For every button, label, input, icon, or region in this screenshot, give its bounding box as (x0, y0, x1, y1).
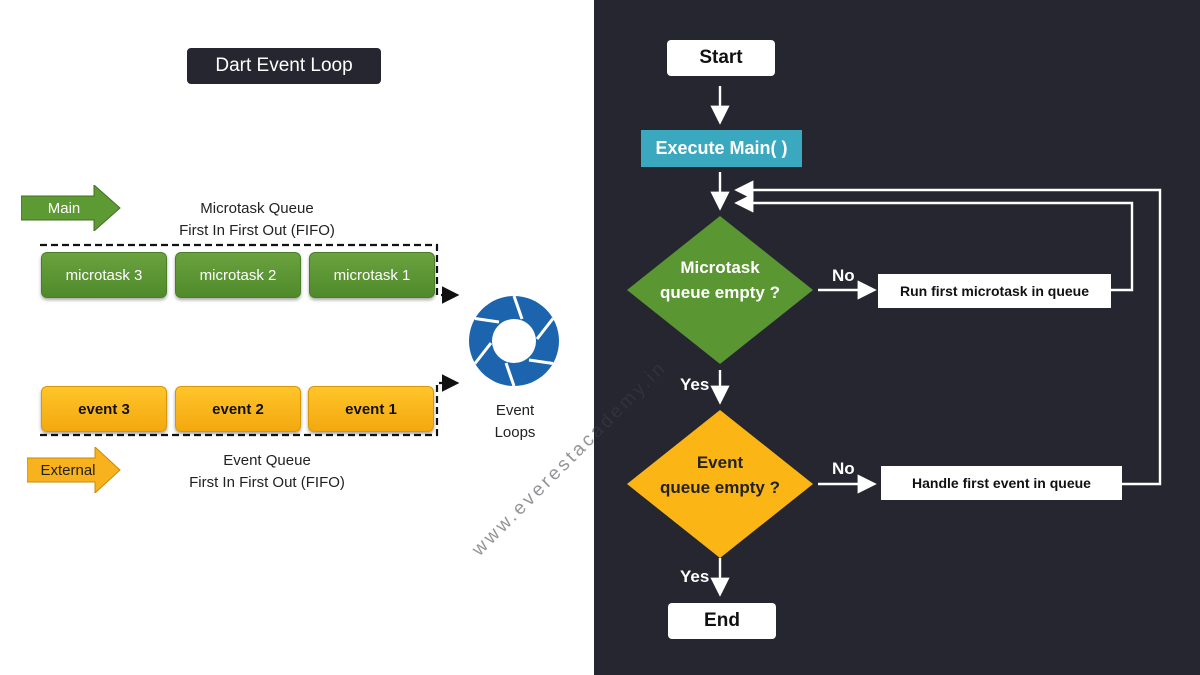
end-node: End (668, 603, 776, 639)
start-node: Start (667, 40, 775, 76)
event-item: event 1 (308, 386, 434, 432)
no-label: No (832, 459, 855, 478)
event-decision-diamond (627, 410, 813, 558)
event-decision-line1: Event (696, 453, 744, 472)
event-loop-icon (469, 295, 559, 387)
main-arrow: Main (21, 185, 121, 231)
microtask-decision-diamond (627, 216, 813, 364)
page-title: Dart Event Loop (187, 48, 381, 84)
yes-label: Yes (680, 567, 710, 586)
handle-event-node: Handle first event in queue (881, 466, 1122, 500)
event-caption-line1: Event Queue (223, 452, 311, 469)
microtask-caption-line2: First In First Out (FIFO) (179, 222, 335, 239)
execute-main-node: Execute Main( ) (641, 130, 802, 167)
external-arrow-label: External (40, 461, 96, 479)
event-decision-text: Event queue empty ? (642, 450, 798, 500)
microtask-decision-line1: Microtask (680, 258, 760, 277)
event-caption-line2: First In First Out (FIFO) (189, 474, 345, 491)
microtask-queue-caption: Microtask Queue First In First Out (FIFO… (150, 198, 364, 242)
microtask-item: microtask 1 (309, 252, 435, 298)
microtask-caption-line1: Microtask Queue (200, 200, 314, 217)
event-queue-caption: Event Queue First In First Out (FIFO) (160, 450, 374, 494)
flowchart-connectors (710, 86, 1162, 597)
event-loops-label-line2: Loops (494, 424, 536, 441)
event-loops-label-line1: Event (495, 402, 535, 419)
main-arrow-label: Main (47, 199, 81, 217)
event-decision-line2: queue empty ? (660, 478, 780, 497)
microtask-item: microtask 3 (41, 252, 167, 298)
microtask-decision-line2: queue empty ? (660, 283, 780, 302)
event-item: event 2 (175, 386, 301, 432)
external-arrow: External (27, 447, 121, 493)
microtask-item: microtask 2 (175, 252, 301, 298)
event-item: event 3 (41, 386, 167, 432)
no-label: No (832, 266, 855, 285)
microtask-decision-text: Microtask queue empty ? (642, 255, 798, 305)
yes-label: Yes (680, 375, 710, 394)
queue-connectors (40, 243, 460, 437)
event-loops-label: Event Loops (475, 400, 555, 444)
run-microtask-node: Run first microtask in queue (878, 274, 1111, 308)
